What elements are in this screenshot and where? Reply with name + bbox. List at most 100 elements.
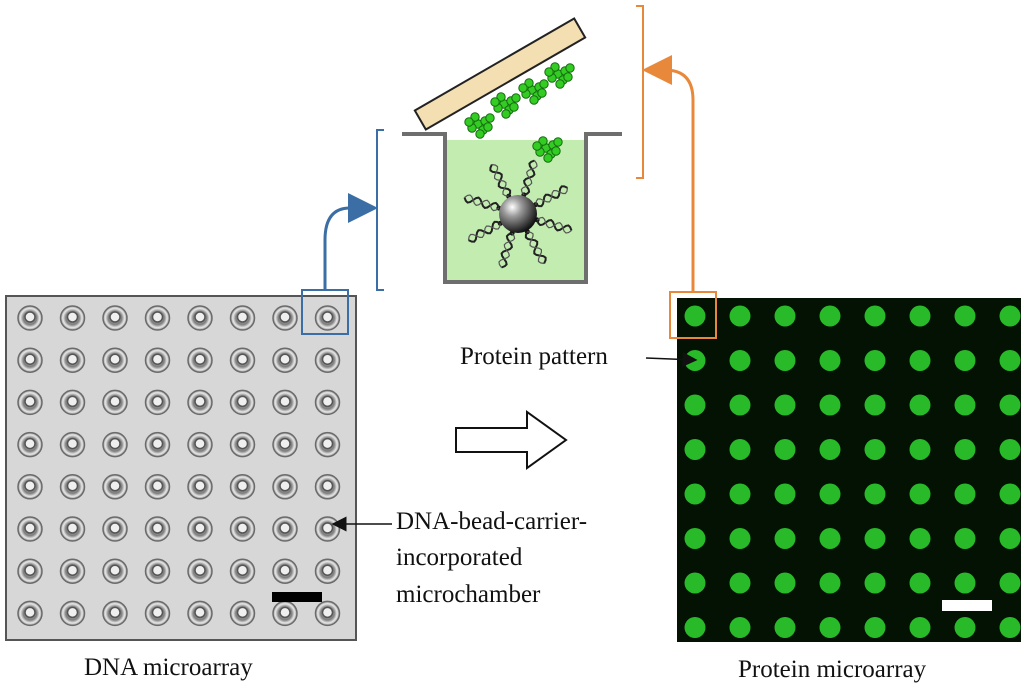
dna-well: [272, 305, 298, 331]
protein-spot: [909, 528, 931, 549]
protein-spot: [729, 305, 751, 327]
dna-scale-bar: [272, 592, 322, 602]
protein-spot: [774, 394, 796, 416]
dna-well: [17, 558, 43, 584]
dna-well: [229, 474, 256, 500]
bead-icon: [499, 195, 537, 233]
protein-spot: [999, 617, 1021, 638]
dna-well: [17, 389, 43, 416]
protein-spot: [864, 617, 886, 638]
protein-cluster: [464, 112, 495, 139]
protein-spot: [729, 617, 751, 638]
protein-cluster: [490, 92, 521, 119]
slide-icon: [413, 17, 587, 131]
dna-well: [59, 389, 86, 416]
dna-well: [272, 347, 298, 373]
protein-spot: [729, 439, 751, 460]
dna-well: [187, 347, 213, 373]
dna-strand-icon: [463, 159, 573, 269]
protein-spot: [999, 305, 1021, 327]
protein-spot: [684, 483, 706, 505]
blue-bracket: [376, 129, 384, 291]
protein-spot: [999, 572, 1021, 594]
dna-well: [314, 516, 341, 542]
dna-well: [144, 305, 171, 331]
protein-spot: [729, 528, 751, 549]
dna-well: [314, 474, 341, 500]
protein-spot: [954, 617, 976, 638]
dna-well: [59, 516, 86, 542]
dna-well: [187, 558, 213, 584]
protein-spot: [774, 350, 796, 371]
dna-well: [144, 474, 171, 500]
dna-well: [187, 389, 213, 416]
protein-spot: [774, 572, 796, 594]
protein-spot: [684, 305, 706, 327]
microchamber-label-line2: incorporated: [396, 544, 523, 571]
protein-cluster-icon: [464, 62, 575, 163]
protein-spot-grid: [684, 305, 1021, 638]
dna-well: [187, 474, 213, 500]
protein-spot: [954, 439, 976, 460]
dna-well: [272, 558, 298, 584]
protein-spot: [864, 394, 886, 416]
dna-well: [314, 389, 341, 416]
microchamber-label-line3: microchamber: [396, 581, 541, 608]
protein-spot: [684, 394, 706, 416]
dna-well: [102, 389, 128, 416]
dna-well: [314, 347, 341, 373]
dna-well: [144, 516, 171, 542]
dna-well: [102, 558, 128, 584]
protein-microarray-label: Protein microarray: [738, 656, 927, 683]
chamber-wall: [402, 132, 622, 284]
microchamber-diagram: [402, 132, 622, 284]
protein-spot: [954, 394, 976, 416]
dna-well: [187, 431, 213, 458]
protein-spot: [729, 572, 751, 594]
dna-well: [314, 305, 341, 331]
protein-spot: [864, 528, 886, 549]
protein-spot: [909, 305, 931, 327]
protein-spot: [774, 439, 796, 460]
protein-spot: [774, 305, 796, 327]
dna-well: [59, 600, 86, 627]
dna-well: [229, 347, 256, 373]
dna-well: [144, 600, 171, 627]
dna-well: [59, 347, 86, 373]
protein-spot: [864, 439, 886, 460]
dna-well: [229, 431, 256, 458]
dna-well: [314, 558, 341, 584]
protein-spot: [864, 305, 886, 327]
dna-well: [17, 305, 43, 331]
protein-spot: [819, 439, 841, 460]
protein-spot: [819, 528, 841, 549]
orange-bracket: [636, 5, 644, 179]
protein-cluster: [544, 62, 575, 89]
protein-cluster: [532, 136, 563, 163]
protein-pattern-pointer: [645, 351, 698, 367]
microchamber-label-line1: DNA-bead-carrier-: [396, 508, 588, 535]
dna-microarray-label: DNA microarray: [84, 654, 253, 681]
dna-well: [229, 600, 256, 627]
hollow-arrow-icon: [455, 410, 568, 470]
dna-well: [102, 600, 128, 627]
dna-well: [272, 431, 298, 458]
dna-well: [17, 474, 43, 500]
dna-well: [59, 431, 86, 458]
dna-well: [59, 474, 86, 500]
dna-well: [102, 347, 128, 373]
protein-cluster: [518, 78, 549, 105]
dna-well: [17, 347, 43, 373]
protein-spot: [909, 572, 931, 594]
dna-well: [17, 516, 43, 542]
dna-well: [272, 516, 298, 542]
protein-spot: [774, 528, 796, 549]
protein-spot: [819, 617, 841, 638]
dna-well: [272, 600, 298, 627]
dna-well: [272, 474, 298, 500]
protein-spot: [774, 483, 796, 505]
dna-well: [272, 389, 298, 416]
protein-spot: [864, 350, 886, 371]
dna-well: [17, 431, 43, 458]
